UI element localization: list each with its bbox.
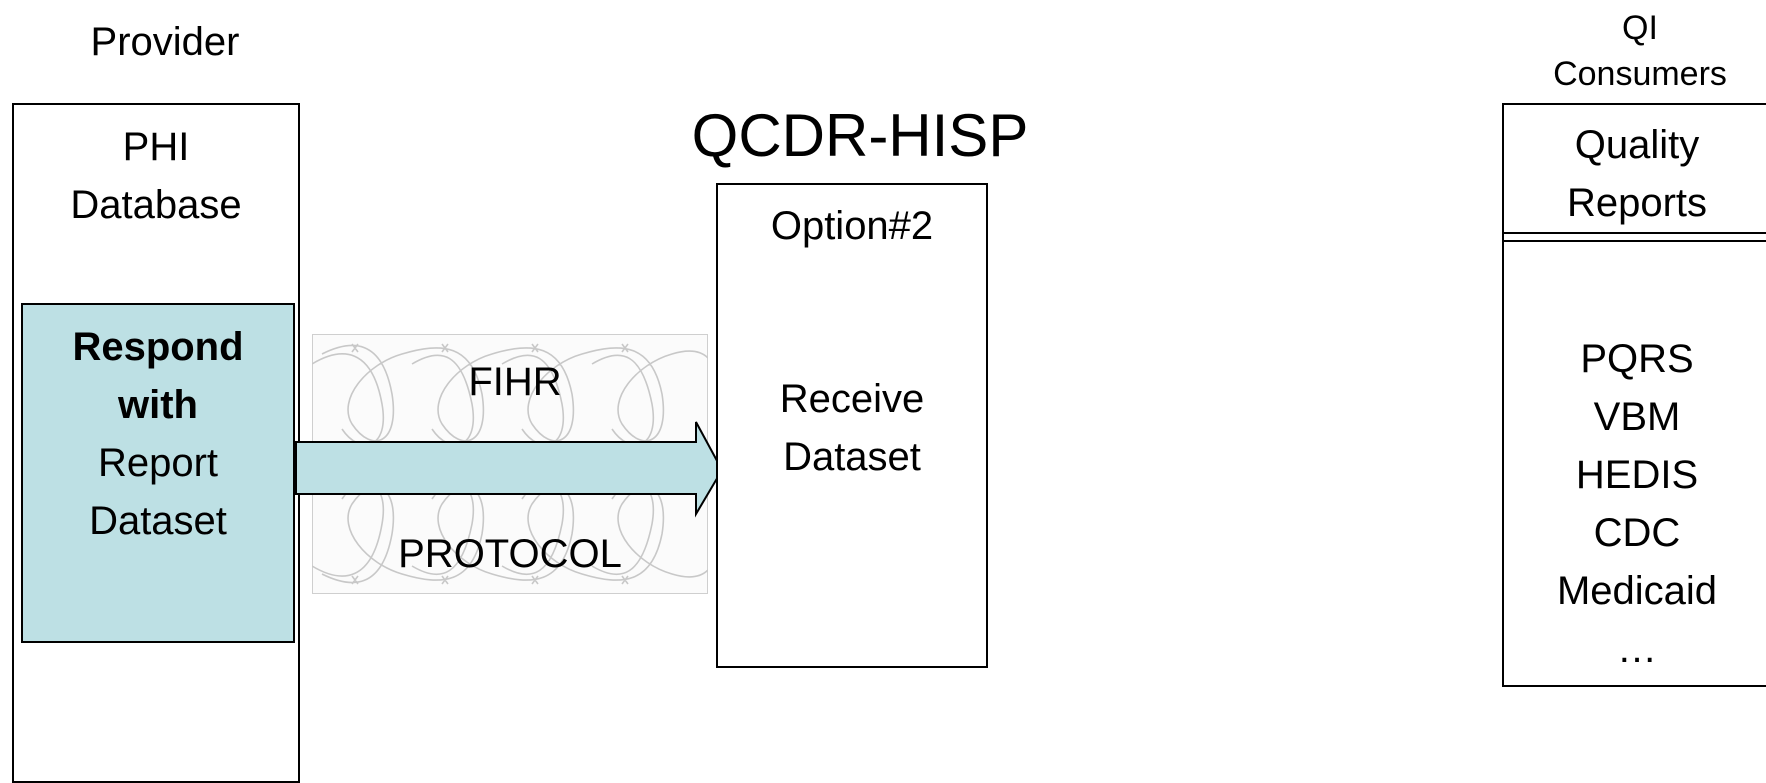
consumer-item-ellipsis: … <box>1617 627 1657 671</box>
protocol-label: PROTOCOL <box>398 532 622 576</box>
consumer-item-vbm: VBM <box>1593 395 1681 439</box>
phi-title-line2: Database <box>70 183 242 227</box>
provider-label: Provider <box>90 20 240 64</box>
quality-reports-title: Quality Reports <box>1502 116 1766 232</box>
option-2-label: Option#2 <box>770 204 934 248</box>
receive-dataset-text: Receive Dataset <box>716 370 988 486</box>
qi-consumers-label: QI Consumers <box>1500 5 1766 97</box>
qi-label-line1: QI <box>1622 9 1658 47</box>
phi-title-line1: PHI <box>122 125 190 169</box>
respond-line1: Respond <box>72 325 244 369</box>
respond-dataset-text: Respond with Report Dataset <box>21 318 295 550</box>
option-2-box <box>716 183 988 668</box>
respond-line2: with <box>118 383 198 427</box>
quality-reports-box <box>1502 103 1766 687</box>
quality-title-line2: Reports <box>1566 181 1708 225</box>
quality-divider-bottom <box>1502 240 1766 242</box>
consumer-item-hedis: HEDIS <box>1575 453 1699 497</box>
transfer-arrow <box>295 421 724 518</box>
quality-title-line1: Quality <box>1574 123 1700 167</box>
consumer-item-pqrs: PQRS <box>1580 337 1694 381</box>
consumer-item-medicaid: Medicaid <box>1556 569 1718 613</box>
receive-line2: Dataset <box>783 435 921 479</box>
quality-divider-top <box>1502 232 1766 234</box>
transfer-arrow-shape <box>295 421 724 518</box>
receive-line1: Receive <box>779 377 925 421</box>
respond-dataset-box <box>21 303 295 643</box>
qcdr-hisp-title: QCDR-HISP <box>691 102 1029 169</box>
respond-line3: Report <box>97 441 219 485</box>
qi-label-line2: Consumers <box>1553 55 1727 93</box>
phi-database-title: PHI Database <box>12 118 300 234</box>
fihr-label: FIHR <box>468 360 562 404</box>
respond-line4: Dataset <box>89 499 227 543</box>
consumer-list: PQRS VBM HEDIS CDC Medicaid … <box>1502 330 1766 678</box>
consumer-item-cdc: CDC <box>1593 511 1681 555</box>
